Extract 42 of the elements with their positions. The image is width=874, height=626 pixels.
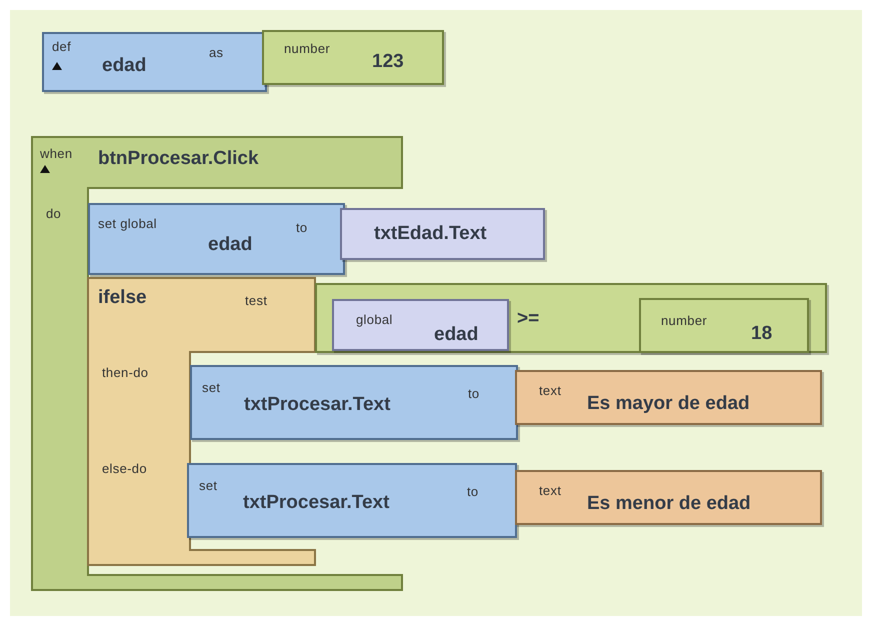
block-value: btnProcesar.Click [98, 149, 259, 168]
block-keyword: do [46, 207, 62, 220]
getter-block [332, 299, 509, 351]
block-value: txtProcesar.Text [244, 395, 390, 414]
set-block [190, 365, 518, 440]
block-value: Es menor de edad [587, 494, 751, 513]
block-value: ifelse [98, 288, 147, 307]
block-keyword: set [199, 479, 218, 492]
getter-block [340, 208, 545, 260]
block-keyword: text [539, 484, 562, 497]
block-keyword: then-do [102, 366, 148, 379]
block-keyword: test [245, 294, 268, 307]
block-keyword: as [209, 46, 224, 59]
text-block [515, 370, 822, 425]
block-value: 18 [751, 324, 772, 343]
block-value: >= [517, 309, 540, 328]
block-value: 123 [372, 52, 404, 71]
block-keyword: number [284, 42, 330, 55]
number-block [639, 298, 809, 353]
block-keyword: set [202, 381, 220, 394]
set-block [187, 463, 517, 538]
block-value: edad [434, 325, 478, 344]
block-keyword: else-do [102, 462, 147, 475]
block-keyword: number [661, 314, 708, 327]
block-keyword: def [52, 40, 72, 53]
definition-block [42, 32, 267, 92]
block-keyword: when [40, 147, 72, 160]
block-keyword: to [467, 485, 478, 498]
block-keyword: to [468, 387, 480, 400]
block-value: edad [102, 56, 146, 75]
number-block [262, 30, 444, 85]
block-value: txtEdad.Text [374, 224, 487, 243]
block-value: edad [208, 235, 252, 254]
block-value: txtProcesar.Text [243, 493, 390, 512]
block-keyword: set global [98, 217, 157, 230]
block-value: Es mayor de edad [587, 394, 750, 413]
block-keyword: global [356, 313, 393, 326]
set-block [88, 203, 345, 275]
text-block [515, 470, 822, 525]
compare-block [315, 283, 827, 353]
block-keyword: text [539, 384, 562, 397]
block-keyword: to [296, 221, 308, 234]
